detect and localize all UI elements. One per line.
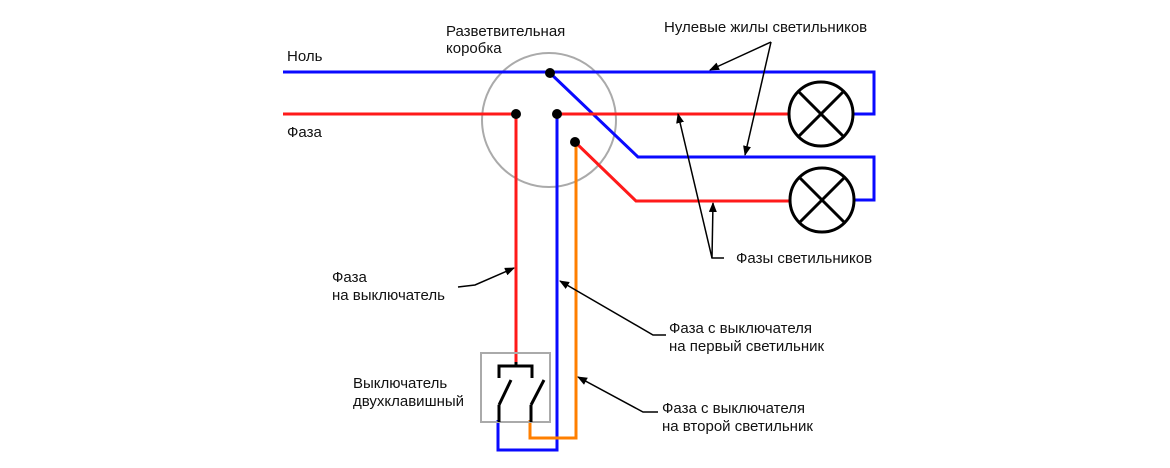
lamp-1: [787, 80, 855, 148]
lamp-2: [788, 166, 856, 234]
label-phase-lamp1-2: на первый светильник: [669, 338, 825, 355]
label-phase-lamp1-1: Фаза с выключателя: [669, 320, 812, 337]
leader-neutral-2: [743, 41, 772, 156]
leader-phase-lamps-2: [708, 202, 717, 259]
junction-dot-phase-lamp2: [570, 137, 580, 147]
leader-switched-2: [577, 376, 658, 413]
leader-phase-lamps: [676, 113, 724, 259]
label-switch-2: двухклавишный: [353, 393, 464, 410]
label-phase-lamp2-1: Фаза с выключателя: [662, 400, 805, 417]
label-junction-box-1: Разветвительная: [446, 23, 565, 40]
leader-phase-switch: [457, 267, 515, 288]
label-junction-box-2: коробка: [446, 40, 502, 57]
label-phase-to-switch-2: на выключатель: [332, 287, 445, 304]
label-lamp-phases: Фазы светильников: [736, 250, 872, 267]
leader-switched-1: [559, 280, 666, 336]
label-lamp-neutrals: Нулевые жилы светильников: [664, 19, 867, 36]
label-phase-lamp2-2: на второй светильник: [662, 418, 813, 435]
neutral-lamp2-wire: [548, 71, 876, 202]
phase-wires: [283, 112, 790, 362]
label-phase-to-switch-1: Фаза: [332, 269, 367, 286]
label-neutral: Ноль: [287, 48, 323, 65]
two-gang-switch: [480, 352, 551, 423]
label-phase: Фаза: [287, 124, 322, 141]
phase-lamp2-wire: [573, 140, 790, 203]
junction-box: [481, 52, 617, 188]
annotation-leaders: [457, 41, 772, 413]
junction-dots: [511, 68, 580, 147]
leader-neutral-1: [709, 41, 772, 71]
junction-dot-phase-lamp1: [552, 109, 562, 119]
label-switch-1: Выключатель: [353, 375, 447, 392]
junction-dot-neutral: [545, 68, 555, 78]
neutral-wires: [283, 70, 876, 452]
junction-dot-phase-in: [511, 109, 521, 119]
neutral-main-wire: [283, 70, 876, 116]
switched-phase-1-wire: [496, 114, 559, 452]
